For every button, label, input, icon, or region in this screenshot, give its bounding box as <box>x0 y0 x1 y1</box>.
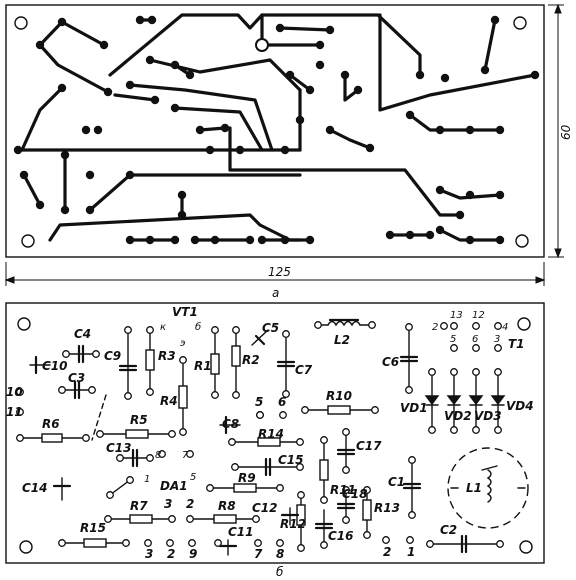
label-t2: 2 <box>432 322 438 333</box>
mount-hole <box>21 234 35 248</box>
label-c12: C12 <box>252 501 278 515</box>
label-t6: 6 <box>472 334 478 345</box>
board-b-layout <box>5 302 545 564</box>
label-c3: C3 <box>68 371 85 385</box>
dim-height-label: 60 <box>559 124 573 140</box>
label-3: 3 <box>164 497 172 511</box>
label-r13: R13 <box>374 501 400 515</box>
label-5b: 5 <box>190 472 196 483</box>
label-r4: R4 <box>160 394 178 408</box>
dim-width-label: 125 <box>268 265 291 279</box>
label-c4: C4 <box>74 327 91 341</box>
label-r15: R15 <box>80 521 106 535</box>
label-r1: R1 <box>194 359 212 373</box>
label-vd3: VD3 <box>474 409 502 423</box>
label-r5: R5 <box>130 413 148 427</box>
board-b-labels: VT1 к б э C4 C5 L2 C10 C9 R3 R1 R2 C7 C6… <box>6 305 534 561</box>
label-2: 2 <box>186 497 194 511</box>
label-c8: C8 <box>222 417 239 431</box>
label-t1: T1 <box>508 337 525 351</box>
label-r3: R3 <box>158 349 176 363</box>
label-r12: R12 <box>280 517 306 531</box>
label-k: к <box>160 322 166 333</box>
label-p5: 5 <box>255 395 263 409</box>
label-r9: R9 <box>238 471 256 485</box>
label-c14: C14 <box>22 481 48 495</box>
label-bottom-2: 2 <box>167 547 175 561</box>
label-10: 10 <box>6 385 23 399</box>
label-bottom-9: 9 <box>189 547 197 561</box>
board-a-traces <box>5 4 545 258</box>
label-r2: R2 <box>242 353 260 367</box>
label-r7: R7 <box>130 499 148 513</box>
label-c6: C6 <box>382 355 399 369</box>
label-r6: R6 <box>42 417 60 431</box>
label-c9: C9 <box>104 349 121 363</box>
label-c18: C18 <box>342 487 368 501</box>
label-t5: 5 <box>450 334 456 345</box>
label-bottom-3: 3 <box>145 547 153 561</box>
label-7: 7 <box>182 450 189 461</box>
label-l2: L2 <box>334 333 350 347</box>
label-c5: C5 <box>262 321 279 335</box>
label-vd1: VD1 <box>400 401 428 415</box>
label-l1: L1 <box>466 481 482 495</box>
label-r8: R8 <box>218 499 236 513</box>
label-c10: C10 <box>42 359 68 373</box>
label-bottom-2r: 2 <box>383 545 391 559</box>
board-b-pads <box>16 321 504 552</box>
label-bottom-7: 7 <box>254 547 263 561</box>
label-c7: C7 <box>295 363 313 377</box>
label-b: б <box>195 321 201 333</box>
caption-b: б <box>276 565 284 579</box>
board-b-components <box>19 318 526 556</box>
label-r11: R11 <box>330 483 356 497</box>
mount-hole <box>513 16 527 30</box>
label-bottom-1r: 1 <box>407 545 415 559</box>
label-p6: 6 <box>278 395 286 409</box>
label-t12: 12 <box>472 310 485 321</box>
label-11: 11 <box>6 405 23 419</box>
label-c11: C11 <box>228 525 254 539</box>
label-vt1: VT1 <box>172 305 198 319</box>
label-da1: DA1 <box>160 479 188 493</box>
dimension-lines <box>4 3 564 286</box>
board-a-outline <box>5 4 545 258</box>
label-c2: C2 <box>440 523 457 537</box>
mount-hole <box>14 16 28 30</box>
label-c1: C1 <box>388 475 405 489</box>
label-r14: R14 <box>258 427 284 441</box>
label-c13: C13 <box>106 441 132 455</box>
label-r10: R10 <box>326 389 352 403</box>
label-c17: C17 <box>356 439 382 453</box>
label-8: 8 <box>155 450 161 461</box>
label-t3: 3 <box>494 334 500 345</box>
label-e: э <box>180 338 186 349</box>
caption-a: а <box>272 286 279 300</box>
label-vd2: VD2 <box>444 409 472 423</box>
label-1: 1 <box>144 474 150 485</box>
label-t13: 13 <box>450 310 463 321</box>
label-bottom-8: 8 <box>276 547 284 561</box>
label-vd4: VD4 <box>506 399 534 413</box>
label-t4: 4 <box>502 322 508 333</box>
label-c16: C16 <box>328 529 354 543</box>
label-c15: C15 <box>278 453 304 467</box>
mount-hole <box>515 234 529 248</box>
